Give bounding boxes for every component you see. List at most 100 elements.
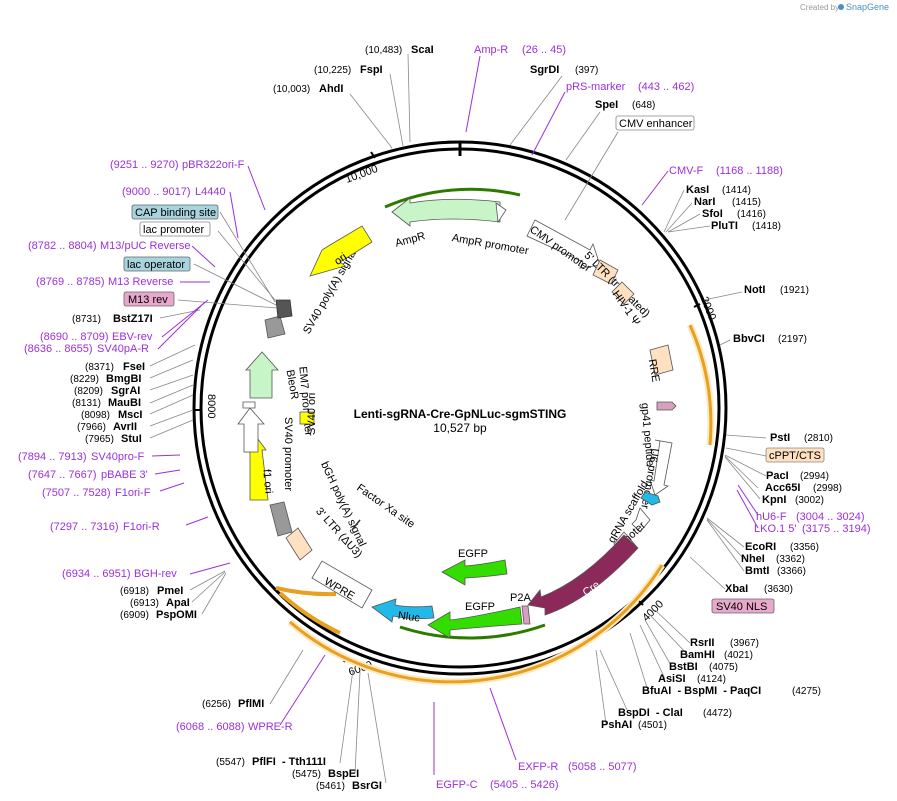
enzyme-pos: (1921) — [780, 285, 809, 296]
primer-l4440: L4440 — [195, 186, 226, 198]
enzyme-bstbi: BstBI — [669, 661, 698, 673]
primer-sv40pa-r: SV40pA-R — [97, 343, 149, 355]
enzyme-pos: (5547) — [216, 757, 245, 768]
enzyme-pos: (397) — [575, 65, 598, 76]
enzyme-pos: (8229) — [70, 374, 99, 385]
enzyme-spei: SpeI — [595, 99, 618, 111]
primer-range: (1168 .. 1188) — [716, 165, 783, 177]
lac-operator-box: lac operator — [127, 259, 185, 271]
factor-xa-label: Factor Xa site — [354, 482, 416, 531]
enzyme-msci: MscI — [118, 409, 142, 421]
lac-promoter-box: lac promoter — [143, 224, 204, 236]
primer-egfp-c: EGFP-C — [436, 779, 478, 791]
enzyme-sgrdi: SgrDI — [530, 64, 559, 76]
feature-p2a: P2A — [510, 592, 531, 625]
feature-5ltr: 5' LTR (truncated) — [582, 250, 652, 320]
primer-range: (8636 .. 8655) — [24, 343, 93, 355]
enzyme-fspi: FspI — [360, 64, 383, 76]
primer-range: (8690 .. 8709) — [40, 331, 109, 343]
boxed-feature-labels: CMV enhancer CAP binding site lac promot… — [123, 115, 825, 614]
enzyme-pos: (2994) — [800, 471, 829, 482]
enzyme-pos: (3356) — [790, 542, 819, 553]
enzyme-pos: (8209) — [74, 386, 103, 397]
feature-egfp-outer: EGFP — [427, 601, 523, 639]
enzyme-pos: (648) — [632, 100, 655, 111]
primer-range: (3175 .. 3194) — [802, 523, 871, 535]
ruler-tick — [693, 303, 701, 308]
enzyme-apai: ApaI — [166, 597, 190, 609]
enzyme-bstz17i: BstZ17I — [113, 313, 153, 325]
enzyme-pos: (7965) — [85, 434, 114, 445]
enzyme-pmei: PmeI — [157, 585, 183, 597]
primer-wpre-r: WPRE-R — [248, 721, 293, 733]
enzyme-pos: (6918) — [120, 586, 149, 597]
sv40-promoter-label: SV40 promoter — [282, 417, 294, 491]
enzyme-pos: (3630) — [764, 584, 793, 595]
ampr-label: AmpR — [394, 230, 427, 250]
nluc-label: Nluc — [397, 610, 421, 625]
sv40-ori-label: SV40 ori — [306, 393, 318, 435]
primer-f1ori-r: F1ori-R — [123, 521, 160, 533]
enzyme-pos: (2810) — [804, 433, 833, 444]
primer-range: (7507 .. 7528) — [42, 487, 111, 499]
plasmid-name: Lenti-sgRNA-Cre-GpNLuc-sgmSTING — [354, 407, 567, 421]
enzyme-nhei: NheI — [741, 553, 765, 565]
enzyme-ecori: EcoRI — [745, 541, 776, 553]
primer-bgh-rev: BGH-rev — [134, 568, 177, 580]
enzyme-bsrgi: BsrGI — [352, 780, 382, 792]
brand-created-by: Created by — [800, 3, 839, 12]
egfp-outer-label: EGFP — [465, 601, 495, 613]
primer-range: (7297 .. 7316) — [50, 521, 119, 533]
enzyme-ahdi: AhdI — [319, 83, 343, 95]
enzyme-pflmi: PflMI — [238, 698, 264, 710]
primer-range: (6934 .. 6951) — [62, 568, 131, 580]
enzyme-scai: ScaI — [411, 44, 434, 56]
enzyme-kpni: KpnI — [762, 494, 786, 506]
primer-range: (26 .. 45) — [522, 44, 566, 56]
primer-range: (7894 .. 7913) — [18, 451, 87, 463]
enzyme-maubi: MauBI — [108, 397, 141, 409]
enzyme-pos: (2998) — [813, 483, 842, 494]
feature-u6-small — [640, 491, 661, 506]
primer-sv40pro-f: SV40pro-F — [91, 451, 144, 463]
enzyme-pos: (5461) — [316, 781, 345, 792]
ampr-outer-arc — [384, 187, 521, 209]
enzyme-psti: PstI — [770, 432, 790, 444]
enzyme-pos: (10,225) — [314, 65, 351, 76]
enzyme-avrii: AvrII — [113, 421, 137, 433]
bleor-label: BleoR — [284, 369, 301, 401]
plasmid-length: 10,527 bp — [433, 421, 487, 435]
primer-range: (8782 .. 8804) — [28, 240, 97, 252]
enzyme-pos: (4075) — [709, 662, 738, 673]
brand-name: SnapGene — [846, 2, 889, 12]
enzyme-pluti: PluTI — [711, 220, 738, 232]
nluc-orange-arc-core — [289, 564, 664, 684]
enzyme-pos: (4501) — [638, 720, 667, 731]
enzyme-pos: (4124) — [697, 674, 726, 685]
enzyme-pspomi: PspOMI — [156, 609, 197, 621]
enzyme-pshai: PshAI — [601, 719, 632, 731]
enzyme-pos: (8098) — [81, 410, 110, 421]
rre-label: RRE — [646, 358, 662, 383]
enzyme-pos: (1418) — [752, 221, 781, 232]
primer-pbabe3: pBABE 3' — [101, 469, 148, 481]
primer-labels: Amp-R (26 .. 45) pRS-marker (443 .. 462)… — [18, 44, 871, 791]
enzyme-pos: (4021) — [724, 650, 753, 661]
feature-cmv-promoter: CMV promoter — [526, 219, 601, 275]
sv40-nls-box: SV40 NLS — [716, 601, 767, 613]
egfp-outer-arc — [399, 623, 546, 640]
enzyme-bbvci: BbvCI — [733, 333, 765, 345]
primer-hu6-f: hU6-F — [756, 511, 787, 523]
primer-range: (443 .. 462) — [638, 81, 694, 93]
enzyme-pflfi-tth111i: PflFI - Tth111I — [252, 756, 326, 768]
enzyme-pos: (7966) — [77, 422, 106, 433]
svg-text:(10,483): (10,483) — [365, 45, 402, 56]
primer-amp-r: Amp-R — [474, 44, 508, 56]
primer-range: (8769 .. 8785) — [36, 276, 105, 288]
ampr-promoter-label: AmpR promoter — [451, 232, 530, 257]
m13-rev-box: M13 rev — [128, 294, 168, 306]
enzyme-fsei: FseI — [123, 361, 145, 373]
enzyme-pos: (2197) — [778, 334, 807, 345]
enzyme-sfoi: SfoI — [702, 208, 723, 220]
primer-range: (3004 .. 3024) — [796, 511, 865, 523]
